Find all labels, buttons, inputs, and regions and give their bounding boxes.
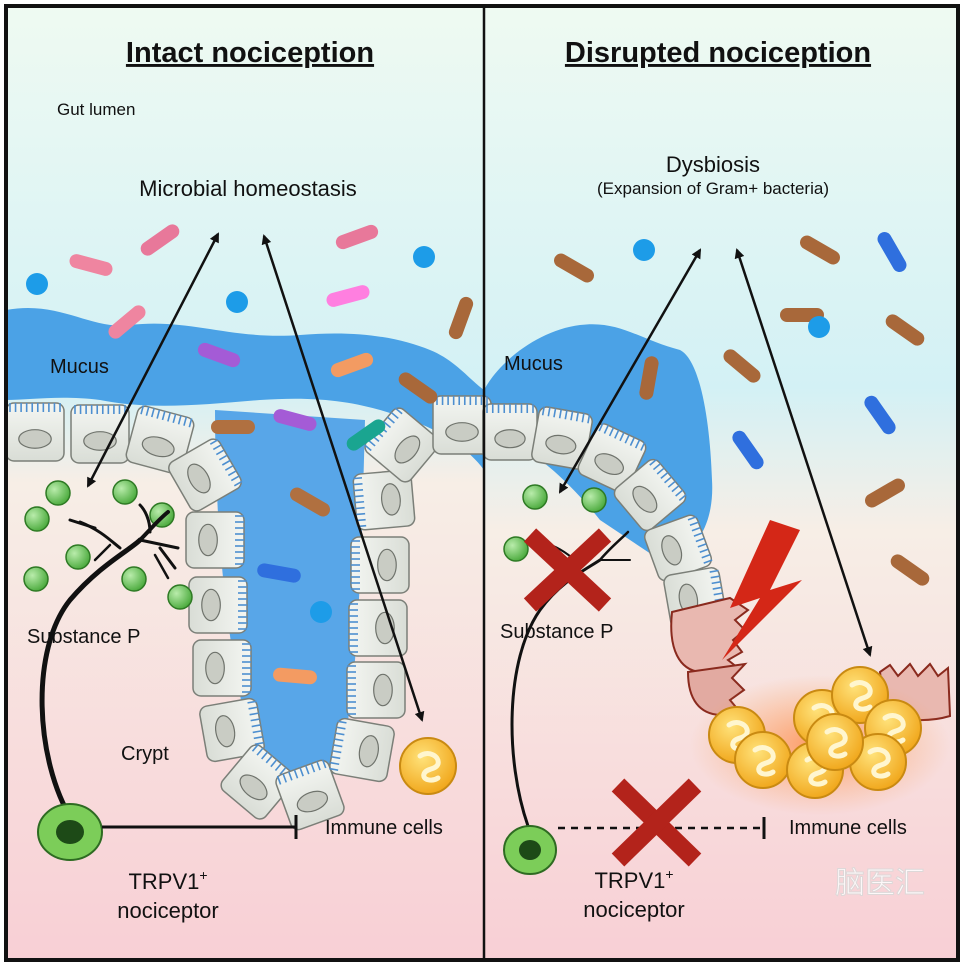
figure-frame [4,4,960,962]
bacteria-coccus-icon [26,273,48,295]
neuron-cell-body-icon [37,803,103,861]
epithelial-cell [350,536,410,594]
bacteria-rod-icon [448,296,474,340]
epithelial-cell [70,404,130,464]
bacteria-coccus-icon [633,239,655,261]
arrow-microbes-to-immune-left [261,234,425,722]
dysbiosis-sublabel: (Expansion of Gram+ bacteria) [597,179,829,198]
bacteria-rod-icon [211,420,255,434]
epithelial-cell [220,743,296,820]
immune-cell-icon [399,737,457,795]
immune-cell-icon [806,713,864,771]
epithelial-cell [188,576,248,634]
arrow-microbes-to-nerve-left [86,232,220,488]
bacteria-rod-icon [885,314,925,346]
gut-lumen-label: Gut lumen [57,100,135,119]
left-mucus-label: Mucus [50,356,109,378]
bacteria-rod-icon [877,232,907,272]
left-immune-cells-label: Immune cells [325,817,443,839]
microbial-homeostasis-label: Microbial homeostasis [139,176,357,201]
epithelial-cell [275,759,345,831]
neuron-left [39,503,180,823]
left-neuron-label: TRPV1+ [128,867,207,894]
inhibition-x-icon [523,528,612,612]
bacteria-coccus-icon [413,246,435,268]
immune-cell-icon [734,731,792,789]
bacteria-rod-icon [890,554,930,586]
epithelial-cell [5,402,65,462]
bacteria-coccus-icon [808,316,830,338]
bacteria-rod-icon [865,478,905,508]
epithelial-cell [346,661,406,719]
right-nociceptor-label: nociceptor [583,897,685,922]
dysbiosis-label: Dysbiosis [666,152,760,177]
right-panel-title: Disrupted nociception [565,37,871,69]
crypt-label: Crypt [121,743,169,765]
inhibition-x-icon [611,778,702,867]
arrow-microbes-to-nerve-right [558,248,702,494]
epithelial-cell [643,514,713,582]
bacteria-coccus-icon [310,601,332,623]
watermark-logo: 脑医汇 [835,867,925,900]
epithelial-cell [199,697,265,763]
right-substance-p-label: Substance P [500,621,613,643]
left-nociceptor-label: nociceptor [117,898,219,923]
neuron-cell-body-icon [503,825,557,875]
substance-p-vesicles-right [503,484,607,562]
epithelial-cell [185,511,245,569]
bacteria-coccus-icon [226,291,248,313]
epithelial-cell [432,395,492,455]
immune-cell-cluster [708,666,922,799]
right-immune-cells-label: Immune cells [789,817,907,839]
epithelial-cell [482,403,538,461]
right-mucus-label: Mucus [504,353,563,375]
right-neuron-label: TRPV1+ [594,866,673,893]
left-substance-p-label: Substance P [27,626,140,648]
left-panel-title: Intact nociception [126,37,374,69]
epithelial-cell [192,639,252,697]
arrow-microbes-to-immune-right [734,248,873,657]
epithelial-cell [329,717,395,783]
